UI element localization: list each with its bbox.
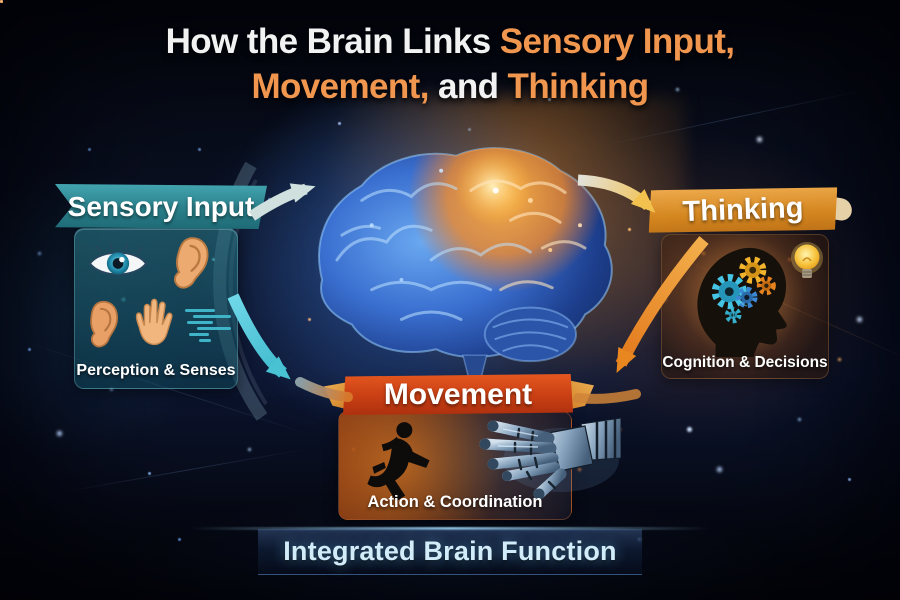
footer-banner: Integrated Brain Function — [258, 529, 642, 575]
light-streak — [188, 527, 712, 530]
hand-icon — [135, 298, 173, 346]
signal-lines-icon — [185, 309, 237, 349]
thinking-panel: Cognition & Decisions — [661, 231, 829, 379]
title-text-orange: Sensory Input, — [499, 22, 735, 61]
sensory-input-caption: Perception & Senses — [76, 362, 236, 379]
ear-icon — [174, 237, 209, 289]
title-text-white: How the Brain Links — [165, 22, 492, 61]
title-line-1: How the Brain Links Sensory Input, — [0, 20, 900, 65]
page-title: How the Brain Links Sensory Input, Movem… — [0, 20, 900, 110]
movement-label: Movement — [383, 377, 533, 411]
movement-panel: Action & Coordination — [338, 411, 621, 520]
eye-icon — [88, 243, 148, 276]
title-text-orange: Thinking — [507, 66, 650, 106]
brain-icon — [318, 147, 613, 379]
sensory-input-banner: Sensory Input — [55, 184, 267, 229]
sensory-input-label: Sensory Input — [67, 190, 255, 222]
thinking-caption: Cognition & Decisions — [662, 354, 828, 371]
robot-hand-icon — [479, 417, 621, 500]
lightbulb-icon — [791, 242, 823, 278]
title-line-2: Movement, and Thinking — [0, 65, 900, 110]
movement-caption: Action & Coordination — [367, 493, 543, 511]
title-text-white: and — [437, 66, 499, 106]
runner-icon — [367, 422, 430, 502]
title-text-orange: Movement, — [251, 66, 429, 106]
ear-icon — [90, 300, 119, 348]
footer-label: Integrated Brain Function — [283, 536, 617, 566]
sensory-input-panel: Perception & Senses — [74, 228, 238, 389]
movement-banner: Movement — [343, 374, 573, 415]
thinking-banner: Thinking — [647, 184, 838, 237]
thinking-label: Thinking — [682, 191, 804, 228]
head-gears-icon — [697, 247, 787, 357]
